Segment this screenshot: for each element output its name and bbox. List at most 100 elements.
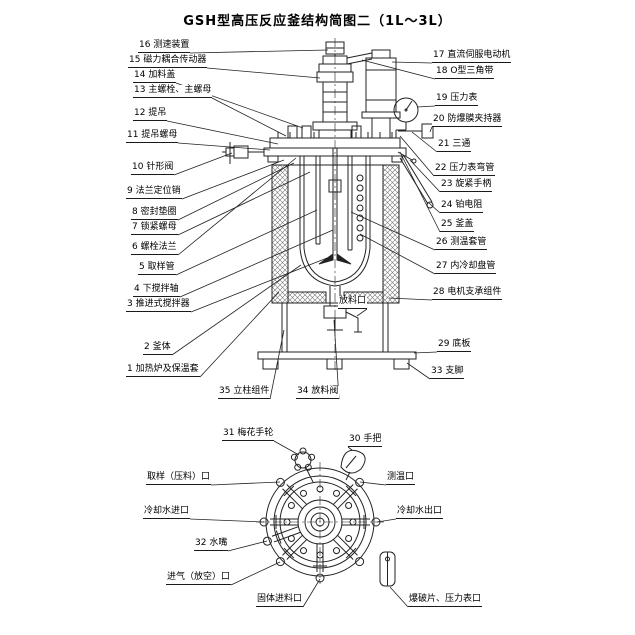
part-label-main_right-25: 25 釜盖 [440, 219, 475, 232]
leader-line-main_right-33 [406, 362, 431, 380]
leader-line-bottom_view-30 [347, 446, 353, 451]
motor [346, 49, 401, 138]
leader-line-main_right-24 [428, 202, 441, 214]
speed-device [325, 41, 345, 56]
leader-line-main_right-25 [399, 151, 441, 233]
pressure-gauge-assembly [393, 97, 434, 139]
needle-valve [222, 142, 264, 164]
leader-line-bottom_view-7 [230, 561, 281, 586]
part-label-main_left-6: 6 螺栓法兰 [131, 242, 178, 255]
part-label-main_left-3: 3 推进式搅拌器 [126, 299, 191, 312]
kettle-body [299, 156, 371, 287]
part-label-main_right-18: 18 O型三角带 [435, 66, 495, 79]
part-label-main_left-5: 5 取样管 [138, 262, 176, 275]
plan-view [256, 447, 396, 587]
part-label-bottom_view-8: 固体进料口 [256, 594, 304, 607]
part-label-main_left-7: 7 锁紧螺母 [131, 222, 178, 235]
part-label-main_left-9: 9 法兰定位销 [126, 186, 182, 199]
leader-line-main_left-7 [177, 171, 311, 236]
leader-line-bottom_view-2 [210, 481, 281, 486]
part-label-main_right-17: 17 直流伺服电动机 [432, 50, 512, 63]
part-label-main_bottom-34: 34 放料阀 [296, 386, 340, 399]
leader-line-main_right-22 [399, 135, 435, 177]
leader-line-main_right-21 [411, 131, 438, 153]
leader-line-main_left-15 [206, 67, 321, 79]
part-label-main_right-29: 29 底板 [437, 339, 472, 352]
leader-line-main_right-17 [391, 61, 433, 64]
leader-line-main_left-16 [189, 49, 329, 54]
leader-line-main_left-6 [177, 157, 297, 256]
part-label-main_right-33: 33 支脚 [430, 366, 465, 379]
leader-line-main_right-29 [413, 351, 438, 354]
part-label-main_right-23: 23 旋紧手柄 [440, 179, 493, 192]
leader-line-bottom_view-5 [376, 518, 397, 523]
part-label-main_right-19: 19 压力表 [435, 93, 479, 106]
diagram-title: GSH型高压反应釜结构简图二（1L～3L） [183, 14, 452, 29]
leader-line-main_right-23 [409, 159, 441, 193]
part-label-main_bottom-35: 35 立柱组件 [218, 386, 271, 399]
part-label-main_left-8: 8 密封垫圈 [131, 207, 178, 220]
leader-line-bottom_view-31 [273, 440, 300, 456]
part-label-main_left-16: 16 测速装置 [138, 40, 191, 53]
leader-line-main_right-28 [388, 297, 433, 301]
part-label-bottom_view-2: 取样（压料）口 [146, 472, 212, 485]
leader-line-main_left-4 [179, 229, 334, 298]
part-label-main_left-12: 12 提吊 [133, 108, 168, 121]
part-label-main_right-21: 21 三通 [437, 139, 472, 152]
part-label-main_left-15: 15 磁力耦合传动器 [128, 55, 208, 68]
stirrer-and-internals [315, 148, 364, 265]
part-label-main_right-28: 28 电机支承组件 [432, 287, 503, 300]
part-label-bottom_view-9: 爆破片、压力表口 [408, 594, 483, 607]
leader-line-main_left-12 [166, 120, 279, 145]
part-label-main_right-27: 27 内冷却盘管 [435, 261, 497, 274]
leader-line-main_left-13 [211, 97, 287, 137]
leader-line-bottom_view-3 [359, 481, 387, 486]
leader-line-main_left-9 [181, 159, 285, 200]
sectional-view [222, 38, 434, 372]
part-label-main_left-4: 4 下搅拌轴 [133, 284, 180, 297]
handle [340, 449, 366, 481]
part-label-bottom_view-5: 冷却水出口 [396, 506, 444, 519]
leader-line-main_right-19 [416, 105, 436, 108]
leader-line-main_left-11 [177, 142, 271, 151]
part-label-main_right-20: 20 防爆膜夹持器 [432, 114, 503, 127]
leader-line-bottom_view-8 [302, 578, 321, 608]
part-label-bottom_view-3: 测温口 [386, 472, 416, 485]
leader-line-main_left-1 [199, 291, 280, 378]
part-label-bottom_view-4: 冷却水进口 [143, 506, 191, 519]
leader-line-main_right-26 [350, 211, 436, 251]
plum-handwheel [290, 447, 316, 483]
part-label-main_left-2: 2 釜体 [143, 342, 172, 355]
leader-line-main_left-2 [171, 264, 302, 356]
leader-line-main_bottom-34 [333, 319, 340, 400]
leader-line-main_bottom-2 [356, 308, 368, 317]
leader-line-bottom_view-4 [189, 518, 265, 523]
part-label-bottom_view-30: 30 手把 [348, 434, 383, 447]
part-label-main_left-1: 1 加热炉及保温套 [126, 364, 200, 377]
leader-line-main_left-3 [190, 257, 328, 313]
leader-line-bottom_view-32 [227, 540, 268, 552]
leader-line-main_right-27 [359, 233, 436, 275]
leader-line-main_left-10 [173, 152, 233, 176]
part-label-main_right-26: 26 测温套管 [435, 237, 488, 250]
stand-and-base [257, 303, 417, 370]
part-label-bottom_view-32: 32 水嘴 [194, 538, 229, 551]
part-label-main_bottom-2: 放料口 [338, 296, 368, 309]
part-label-main_right-24: 24 铂电阻 [440, 200, 484, 213]
burst-disc-port [379, 551, 396, 587]
leader-line-main_right-20 [429, 126, 433, 133]
part-label-main_left-10: 10 针形阀 [131, 162, 175, 175]
leader-line-main_right-18 [361, 59, 436, 80]
leader-line-bottom_view-9 [389, 586, 409, 608]
part-label-main_left-11: 11 提吊螺母 [126, 130, 179, 143]
leader-line-main_left-5 [175, 209, 318, 276]
leader-line-main_left-8 [177, 162, 295, 221]
leader-line-main_bottom-35 [269, 329, 285, 400]
part-label-bottom_view-31: 31 梅花手轮 [222, 428, 275, 441]
part-label-bottom_view-7: 进气（放空）口 [166, 572, 232, 585]
part-label-main_left-13: 13 主螺栓、主螺母 [133, 85, 213, 98]
part-label-main_left-14: 14 加料盖 [133, 70, 177, 83]
